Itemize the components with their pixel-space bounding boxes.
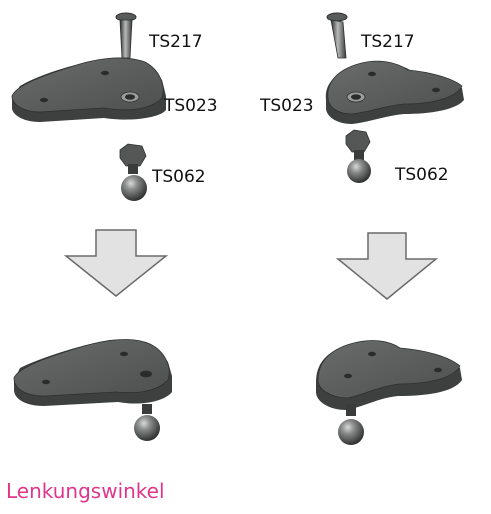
right-balljoint-ts062: [345, 129, 371, 183]
right-label-ts217: TS217: [361, 32, 415, 52]
left-label-ts062: TS062: [152, 167, 206, 187]
right-down-arrow: [335, 232, 439, 300]
right-plate-ts023: [325, 60, 464, 124]
right-label-ts062: TS062: [395, 165, 449, 185]
right-screw-ts217: [326, 12, 348, 59]
left-down-arrow: [63, 229, 169, 297]
left-label-ts023: TS023: [164, 96, 218, 116]
left-plate-ts023: [11, 57, 166, 122]
right-label-ts023: TS023: [260, 96, 314, 116]
left-label-ts217: TS217: [149, 32, 203, 52]
left-screw-ts217: [115, 12, 137, 59]
caption-title: Lenkungswinkel: [6, 479, 165, 503]
right-assembled-part: [316, 340, 462, 445]
left-balljoint-ts062: [119, 143, 147, 201]
left-assembled-part: [13, 339, 172, 441]
